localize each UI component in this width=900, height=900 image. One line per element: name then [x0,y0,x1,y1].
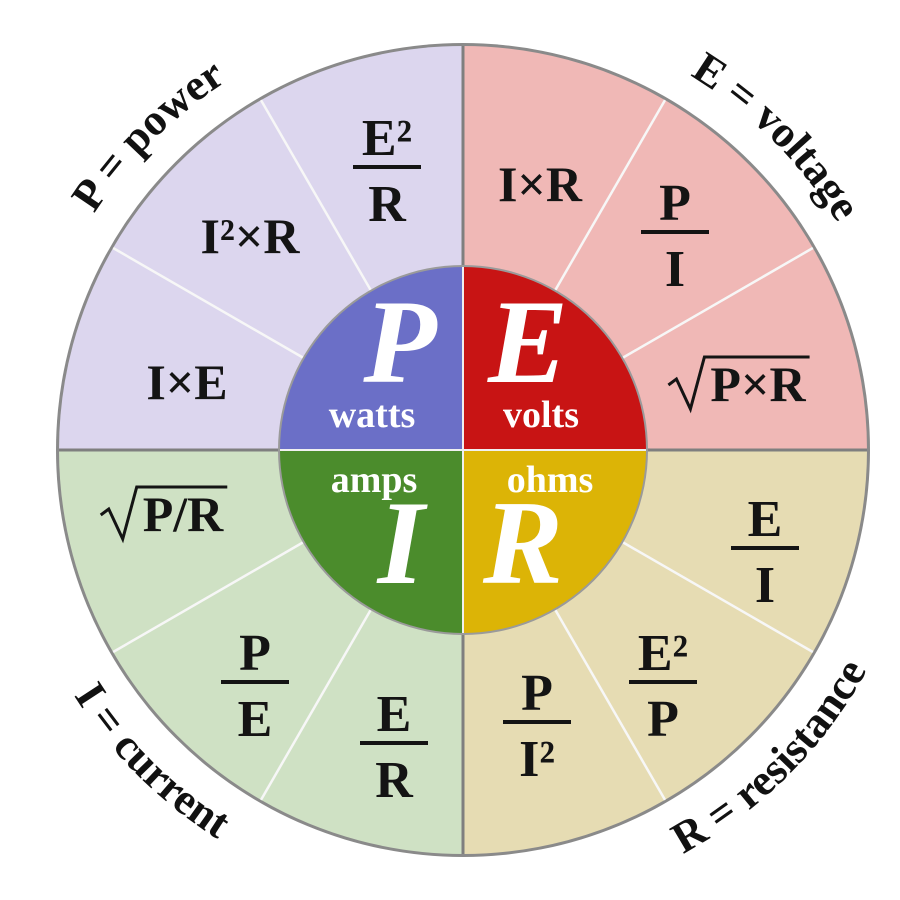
formula-text: P×R [710,356,806,412]
formula-denominator: E [238,691,273,748]
formula-denominator: P [647,691,679,748]
formula-denominator: I² [519,731,555,788]
power-formula-1: I×E [146,354,227,410]
power-unit-label: watts [329,394,416,436]
current-formula-1: ER [360,686,428,809]
formula-text: I×E [146,354,227,410]
segment-divider [259,607,373,801]
formula-text: I×R [498,156,583,212]
resistance-formula-1: EI [731,491,799,614]
voltage-symbol: E [487,275,568,408]
resistance-formula-3: P I² [503,665,571,788]
formula-text: P/R [143,486,224,542]
formula-numerator: P [659,175,691,232]
segment-divider [112,540,306,654]
power-inner-quadrant [280,267,463,450]
sqrt-icon [99,485,228,544]
voltage-formula-3: P×R [667,355,810,414]
resistance-unit-label: ohms [507,459,594,501]
power-formula-3: E² R [353,110,421,233]
formula-denominator: R [375,752,414,809]
current-inner-quadrant [280,450,463,633]
voltage-formula-2: PI [641,175,709,298]
resistance-formula-2: E² P [629,625,697,748]
resistance-symbol: R [482,476,563,609]
power-formula-2: I²×R [200,208,300,264]
sqrt-icon [667,355,810,414]
formula-denominator: I [755,557,775,614]
resistance-inner-quadrant [463,450,646,633]
voltage-inner-quadrant [463,267,646,450]
formula-numerator: E [377,686,412,743]
segment-divider [112,246,306,360]
power-symbol: P [362,275,438,408]
formula-text: I²×R [200,208,300,264]
formula-numerator: P [239,625,271,682]
formula-numerator: E² [362,110,412,167]
voltage-formula-1: I×R [498,156,583,212]
current-formula-2: PE [221,625,289,748]
formula-numerator: E [748,491,783,548]
segment-divider [620,246,814,360]
formula-numerator: E² [638,625,688,682]
current-unit-label: amps [331,459,418,501]
voltage-unit-label: volts [503,394,579,436]
current-symbol: I [376,476,429,609]
current-formula-3: P/R [99,485,228,544]
formula-denominator: R [368,176,407,233]
segment-divider [553,99,667,293]
formula-denominator: I [665,241,685,298]
formula-numerator: P [521,665,553,722]
segment-divider [553,607,667,801]
segment-divider [620,540,814,654]
segment-divider [259,99,373,293]
